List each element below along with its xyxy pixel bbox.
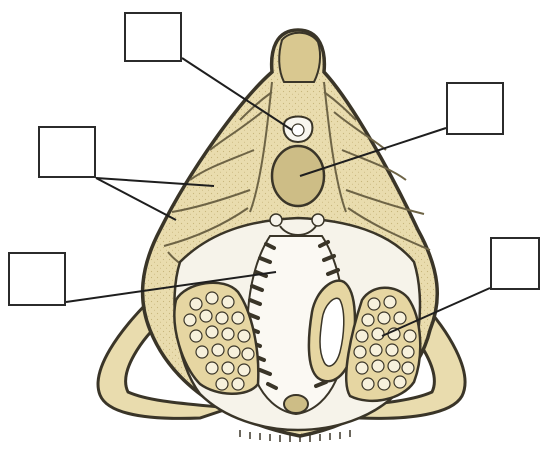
label-box-notochord[interactable] [446, 82, 504, 135]
dorsal-fin [279, 33, 320, 82]
endostyle [284, 395, 308, 413]
leader-line-box-3b [96, 178, 176, 220]
label-box-gonad[interactable] [490, 237, 540, 290]
label-box-myomeres[interactable] [38, 126, 96, 178]
label-box-pharynx[interactable] [8, 252, 66, 306]
notochord [272, 146, 324, 206]
dorsal-aorta-right [312, 214, 324, 226]
dorsal-aorta-left [270, 214, 282, 226]
nerve-cord-canal [292, 124, 304, 136]
label-box-nerve-cord[interactable] [124, 12, 182, 62]
